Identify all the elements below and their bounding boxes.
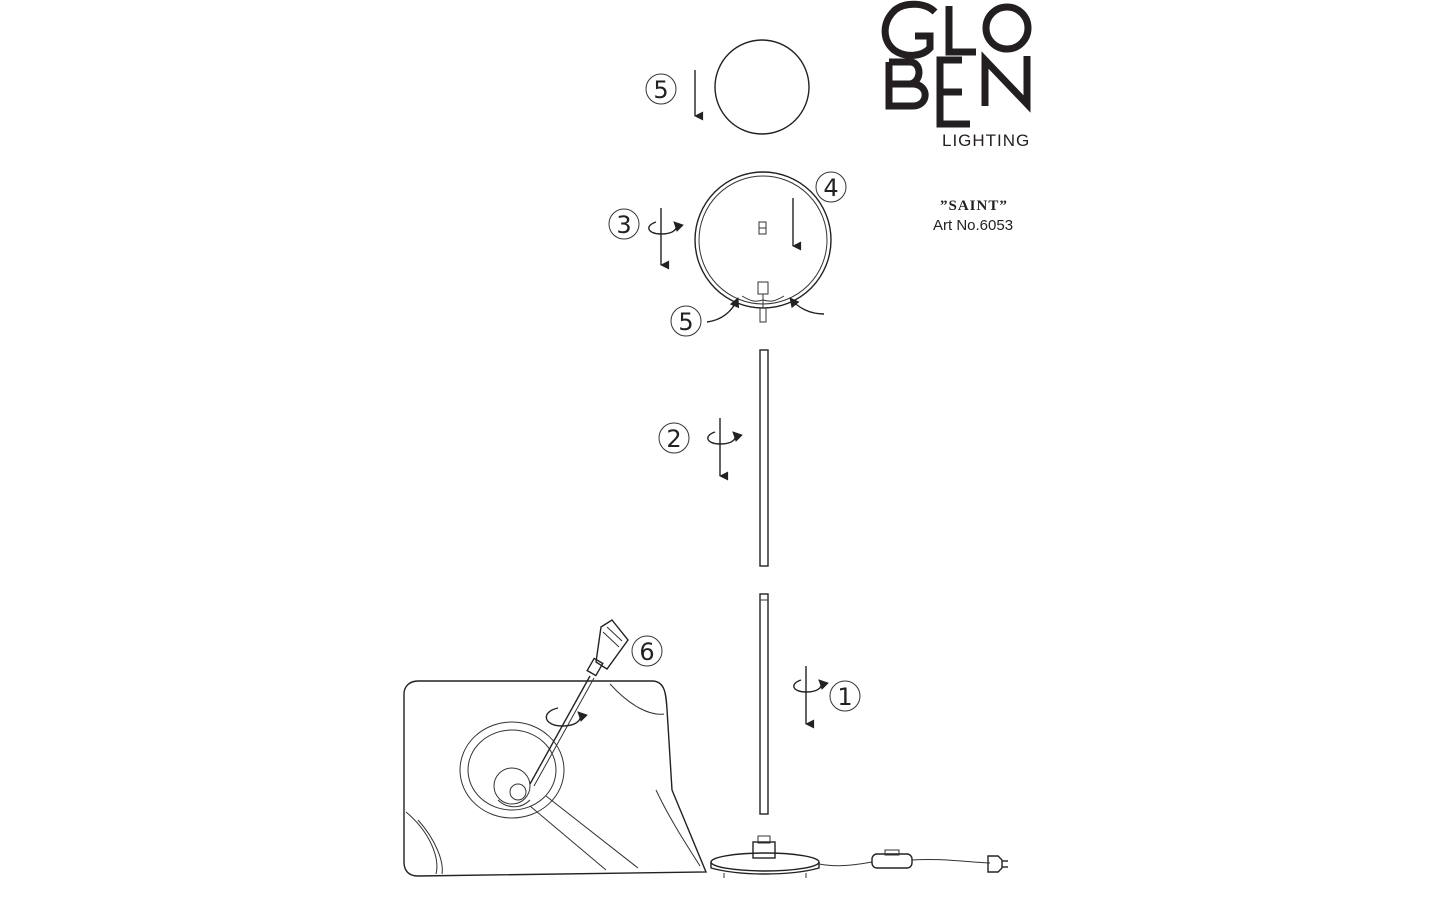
step-6-base-screw: 6 (631, 635, 663, 667)
step-5-clips: 5 (670, 305, 702, 337)
curved-arrow-icon (706, 297, 740, 323)
detail-inset (403, 680, 708, 877)
upper-rod (759, 349, 769, 567)
step-number: 5 (653, 76, 668, 104)
logo-letter-n (981, 51, 1031, 113)
globen-logo (881, 0, 1032, 128)
rotate-arrow-icon (545, 707, 588, 727)
step-2-upper-rod: 2 (658, 422, 690, 454)
step-number: 2 (666, 425, 681, 453)
plug-icon (987, 855, 1008, 873)
logo-letter-g (881, 0, 938, 59)
curved-arrow-icon (789, 297, 825, 315)
rotate-arrow-icon (793, 679, 829, 693)
lower-rod (759, 593, 769, 815)
power-cable (818, 858, 991, 867)
rotate-arrow-icon (648, 221, 684, 235)
logo-letter-e (936, 56, 970, 128)
globe-shade (714, 39, 810, 135)
foot-switch-icon (871, 849, 913, 869)
logo-letter-b (885, 58, 929, 110)
step-5-globe: 5 (645, 73, 677, 105)
step-number: 1 (837, 683, 852, 711)
logo-letter-l (945, 6, 976, 56)
step-number: 4 (823, 174, 838, 202)
ring-fixture (694, 171, 832, 323)
step-number: 5 (678, 308, 693, 336)
step-3-screws: 3 (608, 208, 640, 240)
logo-letter-o (982, 3, 1032, 53)
brand-subtitle: LIGHTING (942, 131, 1030, 150)
step-number: 6 (639, 638, 654, 666)
lamp-base (710, 835, 820, 878)
product-name: ”SAINT” (940, 198, 1008, 214)
step-number: 3 (616, 211, 631, 239)
screwdriver-icon (529, 619, 629, 787)
rotate-arrow-icon (707, 431, 743, 445)
article-number: Art No.6053 (933, 217, 1013, 234)
step-4-ring: 4 (815, 171, 847, 203)
step-1-lower-rod: 1 (829, 680, 861, 712)
